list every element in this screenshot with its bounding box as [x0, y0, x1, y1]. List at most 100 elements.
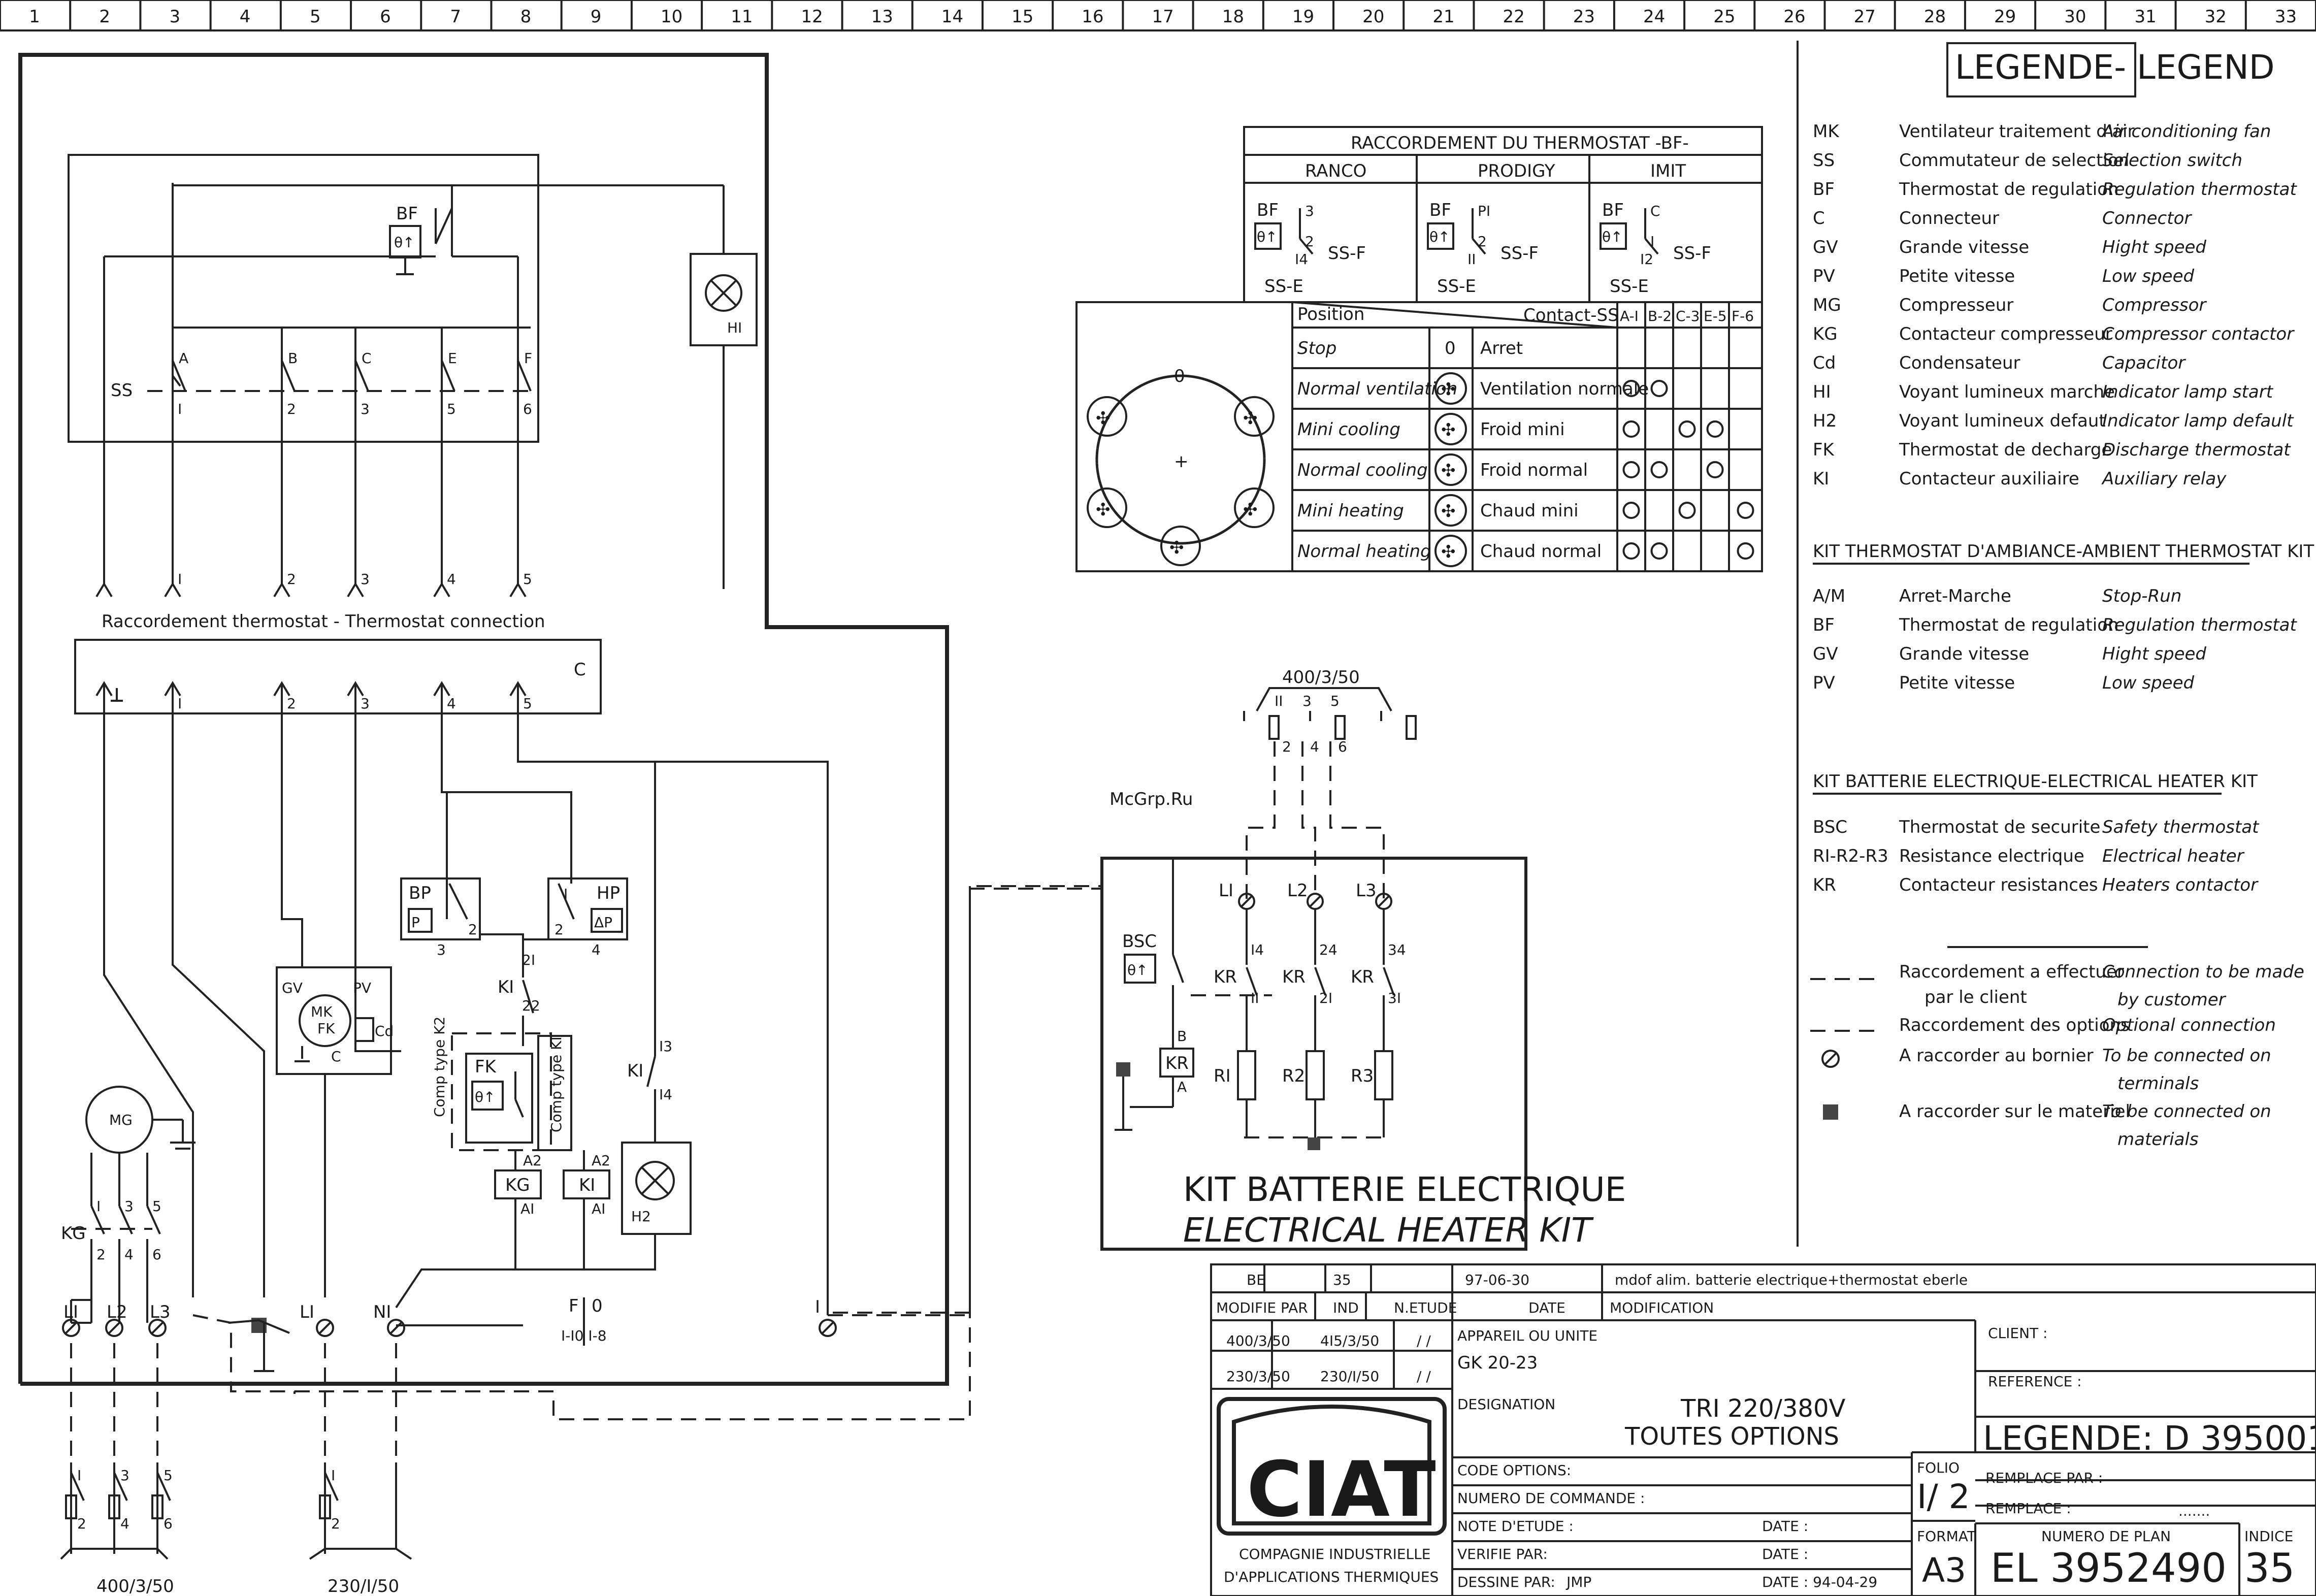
legend-en: Low speed: [2102, 673, 2194, 693]
fan-icon: ✣: [1434, 372, 1467, 405]
kr-contact-label: KR: [1214, 967, 1237, 987]
svg-text:REMPLACE PAR :: REMPLACE PAR :: [1985, 1470, 2103, 1486]
svg-text:3: 3: [437, 941, 446, 958]
svg-text:230/I/50: 230/I/50: [1320, 1368, 1379, 1385]
svg-text:2: 2: [554, 921, 564, 938]
contact-closed-mark: [1737, 542, 1754, 560]
resistor-label: R2: [1282, 1066, 1305, 1086]
legend-code: BSC: [1813, 817, 1847, 837]
heater-fuse-pin: 2: [1282, 738, 1291, 755]
legend-code: KR: [1813, 875, 1836, 895]
svg-text:400/3/50: 400/3/50: [1226, 1332, 1290, 1349]
mode-name-fr: Froid mini: [1480, 419, 1565, 440]
legend-code: KI: [1813, 469, 1829, 489]
legend-fr: Ventilateur traitement d'air: [1899, 121, 2135, 142]
mode-name-fr: Chaud normal: [1480, 541, 1602, 562]
contact-closed-mark: [1622, 542, 1640, 560]
connector-label: C: [574, 660, 586, 680]
legend-en: Air conditioning fan: [2101, 121, 2271, 142]
heater-supply-label: 400/3/50: [1282, 667, 1360, 688]
kg-pin-label: 2: [96, 1246, 106, 1263]
svg-text:2: 2: [468, 921, 477, 938]
svg-text:DESSINE PAR:: DESSINE PAR:: [1457, 1574, 1555, 1590]
svg-text:A: A: [1177, 1079, 1187, 1095]
convention-en: materials: [2117, 1129, 2199, 1150]
ruler-number: 20: [1362, 7, 1384, 27]
svg-text:DATE: DATE: [1528, 1299, 1565, 1316]
kg-pin-label: 6: [152, 1246, 161, 1263]
svg-text:✣: ✣: [1243, 500, 1258, 520]
company-name: COMPAGNIE INDUSTRIELLE: [1239, 1546, 1430, 1562]
svg-text:II: II: [1467, 251, 1476, 268]
legend-en: Discharge thermostat: [2102, 440, 2291, 460]
hp-label: HP: [597, 883, 620, 903]
svg-text:B: B: [1177, 1028, 1187, 1045]
svg-text:NUMERO DE PLAN: NUMERO DE PLAN: [2041, 1528, 2171, 1545]
resistor-label: RI: [1214, 1066, 1231, 1086]
svg-text:FOLIO: FOLIO: [1917, 1459, 1960, 1476]
svg-text:2I: 2I: [522, 952, 535, 968]
bf-label: BF: [396, 204, 418, 224]
svg-text:0: 0: [592, 1296, 603, 1316]
heater-subtitle: ELECTRICAL HEATER KIT: [1183, 1211, 1594, 1250]
contact-closed-mark: [1737, 502, 1754, 519]
convention-fr: Raccordement a effectuer: [1899, 962, 2124, 982]
legend-code: KG: [1813, 324, 1838, 344]
ruler-number: 13: [871, 7, 893, 27]
terminal-label: 4: [447, 571, 456, 588]
legend-en: Stop-Run: [2102, 586, 2181, 606]
contact-closed-mark: [1650, 542, 1668, 560]
legend-en: Regulation thermostat: [2102, 179, 2297, 200]
switch-contact-label: E: [448, 350, 457, 367]
legend-code: HI: [1813, 382, 1831, 402]
svg-text:230/3/50: 230/3/50: [1226, 1368, 1290, 1385]
thermostat-brand: IMIT: [1650, 161, 1686, 181]
heater-fuse-pin: 4: [1310, 738, 1319, 755]
kr-pin: 3I: [1388, 990, 1401, 1006]
convention-fr: A raccorder sur le materiel: [1899, 1101, 2130, 1122]
fk-label: FK: [475, 1057, 497, 1077]
legend-title: LEGENDE- LEGEND: [1955, 48, 2275, 87]
heater-fuse-pin: 6: [1338, 738, 1347, 755]
svg-text:NOTE D'ETUDE :: NOTE D'ETUDE :: [1457, 1518, 1574, 1535]
switch-contact-label: 3: [361, 401, 370, 417]
ruler-number: 5: [310, 7, 321, 27]
svg-text:/ /: / /: [1417, 1332, 1431, 1349]
ruler-number: 28: [1924, 7, 1946, 27]
svg-text:✣: ✣: [1441, 420, 1456, 440]
convention-fr: A raccorder au bornier: [1899, 1046, 2094, 1066]
resistor: [1374, 1050, 1393, 1100]
svg-text:2: 2: [1478, 233, 1487, 250]
contact-closed-mark: [1706, 461, 1724, 478]
legend-code: H2: [1813, 411, 1837, 431]
legend-fr: Thermostat de regulation: [1899, 179, 2119, 200]
kg-pin-label: 5: [152, 1198, 161, 1215]
svg-text:SS-F: SS-F: [1673, 243, 1711, 264]
mg-label: MG: [109, 1112, 133, 1128]
svg-text:TOUTES OPTIONS: TOUTES OPTIONS: [1624, 1422, 1839, 1451]
svg-text:A2: A2: [592, 1152, 610, 1169]
ruler-number: 18: [1222, 7, 1244, 27]
svg-text:BF: BF: [1257, 200, 1279, 220]
title-block: BE 35 97-06-30 mdof alim. batterie elect…: [1210, 1263, 2316, 1596]
ruler-number: 15: [1012, 7, 1033, 27]
mk-label: MK: [311, 1003, 333, 1020]
ruler-number: 2: [99, 7, 110, 27]
terminal-label: 2: [287, 571, 296, 588]
ruler-number: 8: [520, 7, 532, 27]
dial-fan-icon: ✣: [1087, 396, 1127, 437]
svg-text:JMP: JMP: [1565, 1574, 1591, 1590]
ruler-number: 30: [2064, 7, 2086, 27]
terminal-icon: [105, 1319, 123, 1337]
svg-text:I: I: [564, 886, 568, 902]
svg-text:INDICE: INDICE: [2244, 1528, 2293, 1545]
legend-fr: Petite vitesse: [1899, 266, 2015, 286]
kr-pin: 2I: [1319, 990, 1332, 1006]
comp-type-k2: Comp type K2: [431, 1017, 448, 1117]
legend-code: MG: [1813, 295, 1841, 315]
svg-text:DATE :: DATE :: [1762, 1518, 1808, 1535]
legend-code: FK: [1813, 440, 1835, 460]
contact-closed-mark: [1622, 502, 1640, 519]
svg-text:35: 35: [1333, 1272, 1351, 1288]
